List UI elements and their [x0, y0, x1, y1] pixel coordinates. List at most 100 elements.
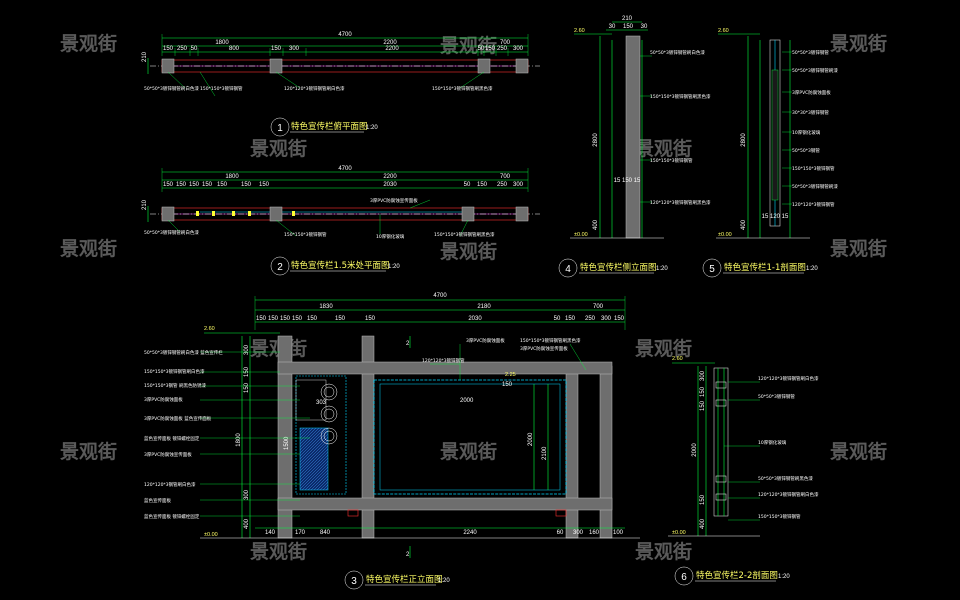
- watermark: 景观街: [60, 440, 117, 463]
- view-scale: 1:20: [388, 264, 400, 270]
- dim: 303: [316, 400, 327, 406]
- dim: 2180: [477, 304, 491, 310]
- dim: 210: [142, 51, 148, 62]
- level-top: 2.60: [672, 356, 683, 362]
- view-number-circle: [702, 258, 722, 278]
- note: 50*50*3镀锌钢管: [758, 393, 795, 400]
- view-title: 特色宣传栏俯平面图: [291, 121, 368, 132]
- view-6-notes: 120*120*3镀锌钢管刷白色漆 50*50*3镀锌钢管 10厚钢化玻璃 50…: [724, 375, 819, 521]
- view-number-circle: [344, 570, 364, 590]
- dim: 210: [142, 199, 148, 210]
- dim: 2030: [383, 182, 397, 188]
- dim: 300: [573, 530, 584, 536]
- dim: 300: [601, 316, 612, 322]
- dim: 2200: [385, 46, 399, 52]
- dim: 2800: [741, 133, 747, 147]
- section-mark: 2: [406, 341, 410, 347]
- note: 120*120*3镀锌钢管: [422, 357, 465, 364]
- dim: 1800: [236, 433, 242, 447]
- view-5-notes: 50*50*3镀锌钢管 50*50*3镀锌钢管刷漆 3厚PVC防腐蚀面板 30*…: [782, 49, 838, 208]
- view-scale: 1:20: [806, 266, 818, 272]
- dim-total: 4700: [338, 166, 352, 172]
- note: 150*150*3镀锌钢管: [758, 513, 801, 520]
- dim: 2030: [468, 316, 482, 322]
- dim: 2000: [528, 432, 534, 446]
- dim: 140: [265, 530, 276, 536]
- note: 3厚PVC防腐蚀宣传面板: [370, 197, 418, 204]
- view-title: 特色宣传栏1.5米处平面图: [291, 260, 390, 271]
- dim: 150: [217, 182, 228, 188]
- note: 150*150*3镀锌钢管: [284, 231, 327, 238]
- note: 120*120*3镀锌钢管刷白色漆: [758, 491, 819, 498]
- dim: 1500: [284, 436, 290, 450]
- dim: 400: [244, 518, 250, 529]
- dim: 2000: [692, 443, 698, 457]
- watermark: 景观街: [440, 34, 497, 57]
- dim: 50: [191, 46, 198, 52]
- note: 150*150*3镀锌钢管刷白色漆: [144, 368, 205, 375]
- dim: 150: [335, 316, 346, 322]
- dim: 150: [477, 182, 488, 188]
- view-3-left-notes: 50*50*3镀锌钢管刷白色漆 蓝色宣传栏 150*150*3镀锌钢管刷白色漆 …: [144, 349, 310, 520]
- beam: [277, 361, 613, 375]
- dim: 150: [163, 182, 174, 188]
- view-number: 5: [709, 264, 715, 275]
- view-1-notes: 50*50*3镀锌钢管刷白色漆 150*150*3镀锌钢管 120*120*3镀…: [144, 71, 493, 97]
- dim: 1830: [319, 304, 333, 310]
- level-base: ±0.00: [718, 232, 732, 238]
- dim: 170: [295, 530, 306, 536]
- note: 50*50*3镀锌钢管刷漆: [792, 183, 838, 190]
- dim: 150: [244, 382, 250, 393]
- dim: 1800: [215, 40, 229, 46]
- dim: 50: [478, 46, 485, 52]
- dim: 300: [513, 182, 524, 188]
- dim: 150: [189, 182, 200, 188]
- dim: 150: [268, 316, 279, 322]
- watermark: 景观街: [635, 137, 692, 160]
- dim: 150: [259, 182, 270, 188]
- dim: 150: [365, 316, 376, 322]
- dim: 150: [280, 316, 291, 322]
- watermark: 景观街: [830, 32, 887, 55]
- watermark: 景观街: [440, 440, 497, 463]
- note: 150*150*3钢管 刷黑色防锈漆: [144, 382, 206, 389]
- dim: 150: [202, 182, 213, 188]
- dim: 150: [176, 182, 187, 188]
- note: 3厚PVC防腐蚀面板: [144, 396, 183, 403]
- dim: 150: [700, 386, 706, 397]
- watermark: 景观街: [830, 237, 887, 260]
- view-scale: 1:20: [366, 125, 378, 131]
- dim: 210: [622, 16, 633, 22]
- watermark: 景观街: [250, 137, 307, 160]
- dim: 50: [554, 316, 561, 322]
- view-title: 特色宣传栏1-1剖面图: [724, 262, 806, 273]
- view-3-right-notes: 3厚PVC防腐蚀面板 120*120*3镀锌钢管 150*150*3镀锌钢管刷黑…: [422, 337, 587, 380]
- view-number: 4: [565, 264, 571, 275]
- dim: 150: [163, 46, 174, 52]
- note: 120*120*3镀锌钢管: [792, 201, 835, 208]
- dim: 15 120 15: [762, 214, 789, 220]
- note: 10厚钢化玻璃: [792, 129, 821, 136]
- dim: 150: [565, 316, 576, 322]
- watermark: 景观街: [635, 337, 692, 360]
- dim: 400: [593, 219, 599, 230]
- dim-total: 4700: [338, 32, 352, 38]
- dim: 150: [256, 316, 267, 322]
- view-number-circle: [270, 117, 290, 137]
- dim: 300: [244, 344, 250, 355]
- beam: [277, 497, 613, 511]
- view-title: 特色宣传栏侧立面图: [580, 262, 657, 273]
- watermark: 景观街: [830, 440, 887, 463]
- view-5-section-1-1: 2.60 2800 400 ±0.00 15 120 15 50*50*3镀锌钢…: [702, 28, 838, 278]
- dim: 2200: [383, 40, 397, 46]
- note: 蓝色宣传面板: [144, 497, 171, 504]
- note: 蓝色宣传面板 镀锌螺栓固定: [144, 435, 200, 442]
- dim: 700: [500, 40, 511, 46]
- note: 10厚钢化玻璃: [758, 439, 787, 446]
- dim-total: 4700: [433, 293, 447, 299]
- dim: 100: [613, 530, 624, 536]
- dim: 2800: [593, 133, 599, 147]
- dim: 150: [700, 400, 706, 411]
- view-scale: 1:20: [778, 574, 790, 580]
- dim: 250: [585, 316, 596, 322]
